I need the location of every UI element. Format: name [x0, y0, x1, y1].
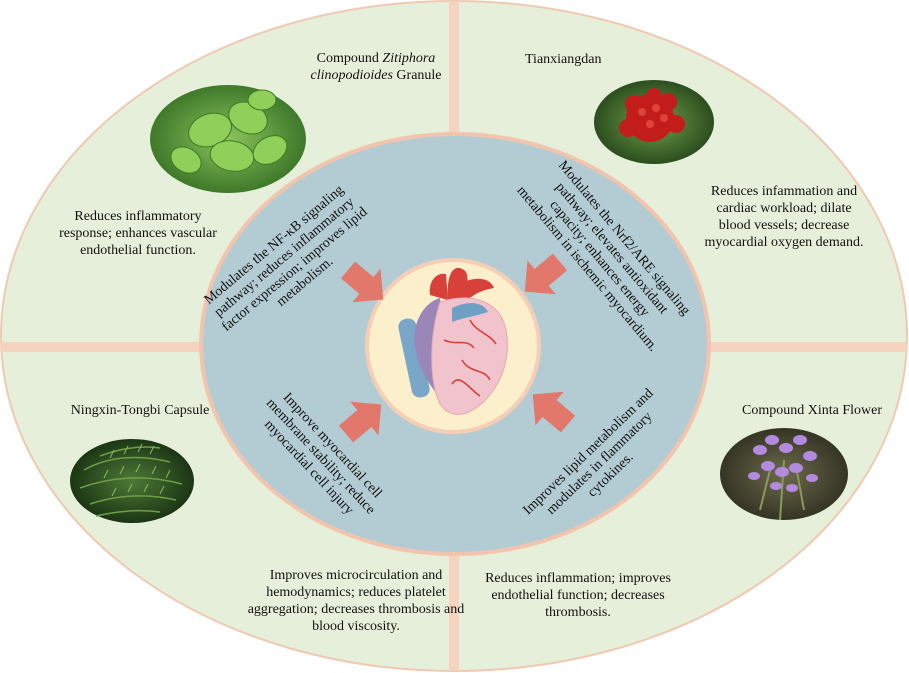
herb-name-2: Tianxiangdan	[525, 51, 625, 68]
herb-name-3: Ningxin-Tongbi Capsule	[40, 402, 240, 419]
red-flower-photo	[594, 80, 714, 164]
herb-effect-2: Reduces infammation and cardiac workload…	[700, 183, 868, 251]
herb-name-1-pre: Compound	[317, 51, 383, 66]
herb-effect-4: Reduces inflammation; improves endotheli…	[462, 570, 694, 621]
herb-name-4: Compound Xinta Flower	[722, 402, 902, 419]
fern-photo	[70, 439, 194, 523]
herb-name-1: Compound Zitiphora clinopodioides Granul…	[282, 50, 470, 84]
leaf-photo	[150, 85, 306, 193]
herb-name-1-post: Granule	[393, 68, 442, 83]
herb-effect-3: Improves microcirculation and hemodynami…	[236, 567, 476, 635]
purple-flower-photo	[720, 428, 848, 520]
herb-effect-1: Reduces inflammatory response; enhances …	[54, 208, 222, 259]
